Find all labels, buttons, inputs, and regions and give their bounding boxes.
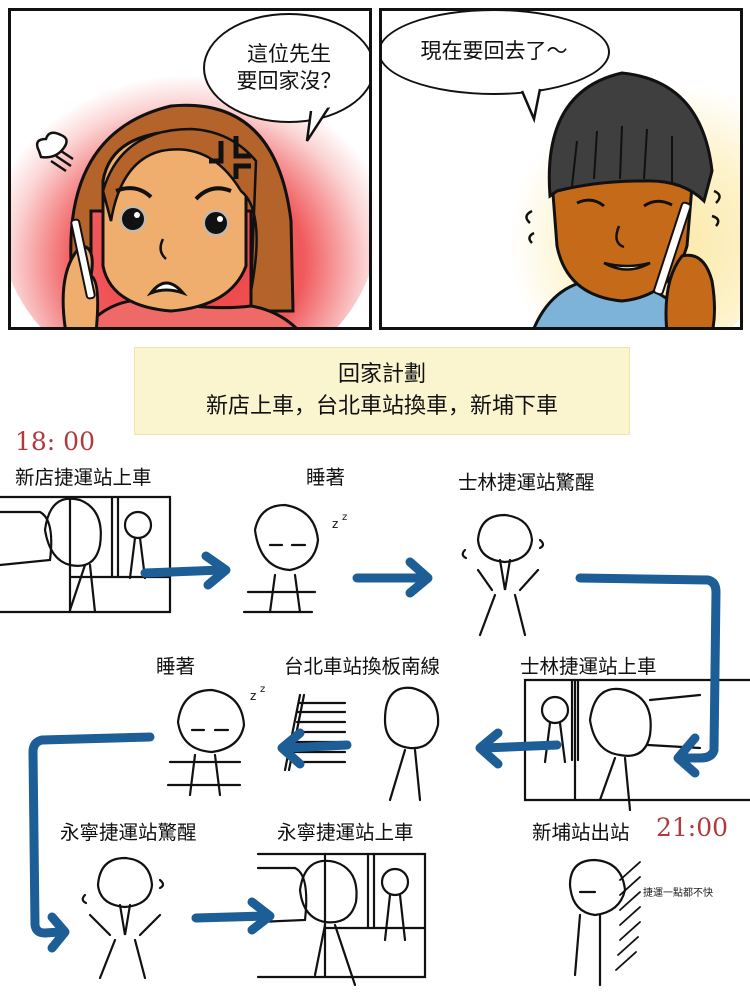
svg-text:z: z	[332, 517, 338, 531]
arrow-right-2	[352, 557, 433, 598]
sweating-man-illustration	[382, 11, 740, 327]
scene-waking-2	[81, 856, 165, 980]
scene-exhausted-leaning	[568, 858, 641, 987]
scene-boarding-train-1	[0, 495, 172, 614]
speech-bubble-man: 現在要回去了～	[382, 11, 610, 95]
arrow-left-1	[475, 728, 562, 769]
svg-text:z: z	[260, 684, 265, 695]
scene-boarding-train-3	[256, 852, 427, 987]
svg-text:z: z	[342, 512, 347, 523]
arrow-right-1	[140, 551, 231, 590]
plan-title: 回家計劃	[337, 362, 426, 388]
step-7-label: 永寧捷運站驚醒	[60, 821, 197, 844]
plan-route: 新店上車，台北車站換車，新埔下車	[205, 394, 558, 419]
speech-line-1: 現在要回去了～	[420, 39, 568, 64]
arrow-left-2	[277, 728, 352, 769]
home-plan-box: 回家計劃 新店上車，台北車站換車，新埔下車	[134, 347, 630, 435]
route-arrows	[28, 551, 721, 953]
step-9-label: 新埔站出站	[532, 821, 630, 844]
scene-waking-1	[461, 513, 545, 637]
speech-bubble-tail	[520, 83, 542, 124]
arrow-right-3	[191, 897, 275, 935]
comic-panel-man: 現在要回去了～	[379, 8, 743, 330]
scene-boarding-train-2	[523, 678, 750, 812]
step-3-label: 士林捷運站驚醒	[458, 471, 595, 494]
speech-line-1: 這位先生	[247, 41, 331, 66]
step-1-label: 新店捷運站上車	[15, 466, 152, 489]
scene-sleeping-1: z z	[242, 503, 347, 614]
speech-line-2: 要回家沒？	[236, 69, 342, 93]
step-2-label: 睡著	[306, 466, 346, 489]
svg-text:z: z	[250, 689, 256, 703]
start-time: 18: 00	[15, 427, 95, 456]
end-time: 21:00	[656, 813, 729, 842]
arrow-loop-down-left	[575, 573, 721, 778]
step-6-label: 睡著	[156, 655, 196, 678]
arrow-loop-down-right	[28, 732, 155, 953]
speech-bubble-tail	[305, 102, 331, 142]
scene-sleeping-2: z z	[166, 684, 265, 797]
final-note: 捷運一點都不快	[643, 888, 713, 899]
step-5-label: 台北車站換板南線	[284, 655, 441, 678]
step-8-label: 永寧捷運站上車	[277, 821, 414, 844]
speech-bubble-woman: 這位先生 要回家沒？	[203, 13, 369, 123]
step-4-label: 士林捷運站上車	[520, 655, 657, 678]
comic-panel-woman: 這位先生 要回家沒？	[8, 8, 372, 330]
